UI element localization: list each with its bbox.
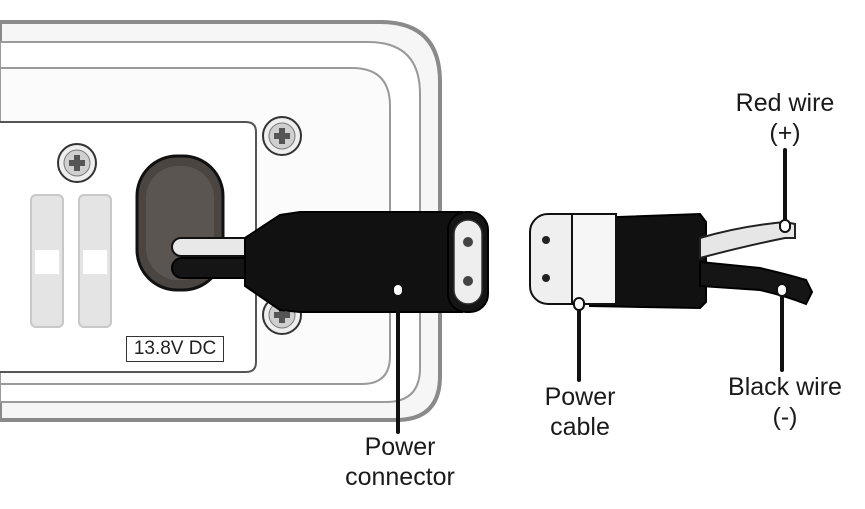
screw-icon xyxy=(262,116,302,156)
power-connector-label: Power connector xyxy=(325,432,475,492)
black-wire-label-line1: Black wire xyxy=(728,373,842,401)
power-cable-label-line1: Power xyxy=(544,383,616,411)
power-connector-label-line1: Power xyxy=(364,433,436,461)
power-cable-plug xyxy=(529,212,707,310)
black-wire xyxy=(699,260,814,306)
power-connector xyxy=(244,211,489,313)
vent-slots xyxy=(30,194,112,328)
power-connector-label-line2: connector xyxy=(345,463,455,491)
black-wire-label-line2: (-) xyxy=(772,403,798,431)
voltage-rating-label: 13.8V DC xyxy=(126,336,224,362)
red-wire-label-line1: Red wire xyxy=(735,89,835,117)
red-wire-label-line2: (+) xyxy=(769,119,801,147)
power-cable-label-line2: cable xyxy=(550,413,610,441)
screw-icon xyxy=(57,143,97,183)
power-socket xyxy=(135,154,225,292)
power-cable-label: Power cable xyxy=(525,382,635,442)
red-wire-label: Red wire (+) xyxy=(715,88,855,148)
red-wire xyxy=(699,220,796,260)
black-wire-label: Black wire (-) xyxy=(710,372,860,432)
callout-lines xyxy=(396,148,787,434)
